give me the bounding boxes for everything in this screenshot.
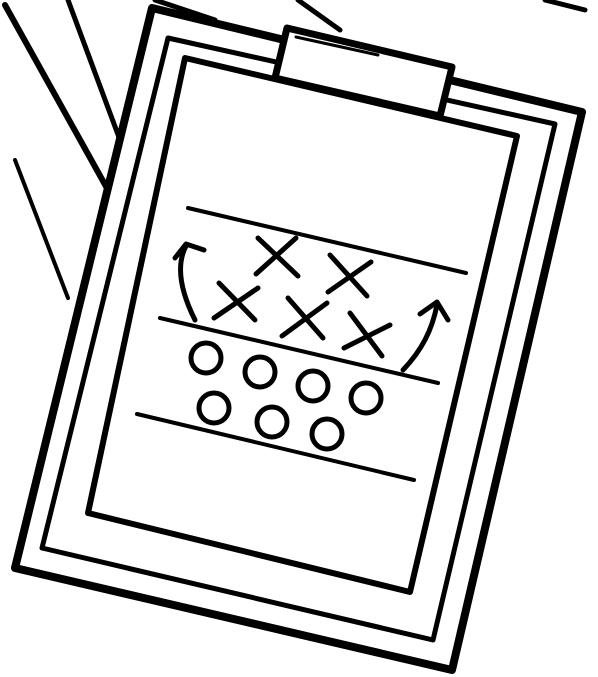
o-marker-icon: [191, 343, 221, 373]
sketch-line-3: [15, 160, 68, 298]
sketch-line-5: [298, 0, 340, 30]
o-marker-icon: [257, 407, 287, 437]
o-marker-icon: [351, 383, 381, 413]
sketch-line-1: [5, 5, 108, 190]
sketch-line-2: [68, 0, 120, 140]
o-marker-icon: [199, 393, 229, 423]
sketch-line-6: [545, 0, 585, 10]
o-marker-icon: [312, 419, 342, 449]
o-marker-icon: [245, 357, 275, 387]
o-marker-icon: [298, 371, 328, 401]
